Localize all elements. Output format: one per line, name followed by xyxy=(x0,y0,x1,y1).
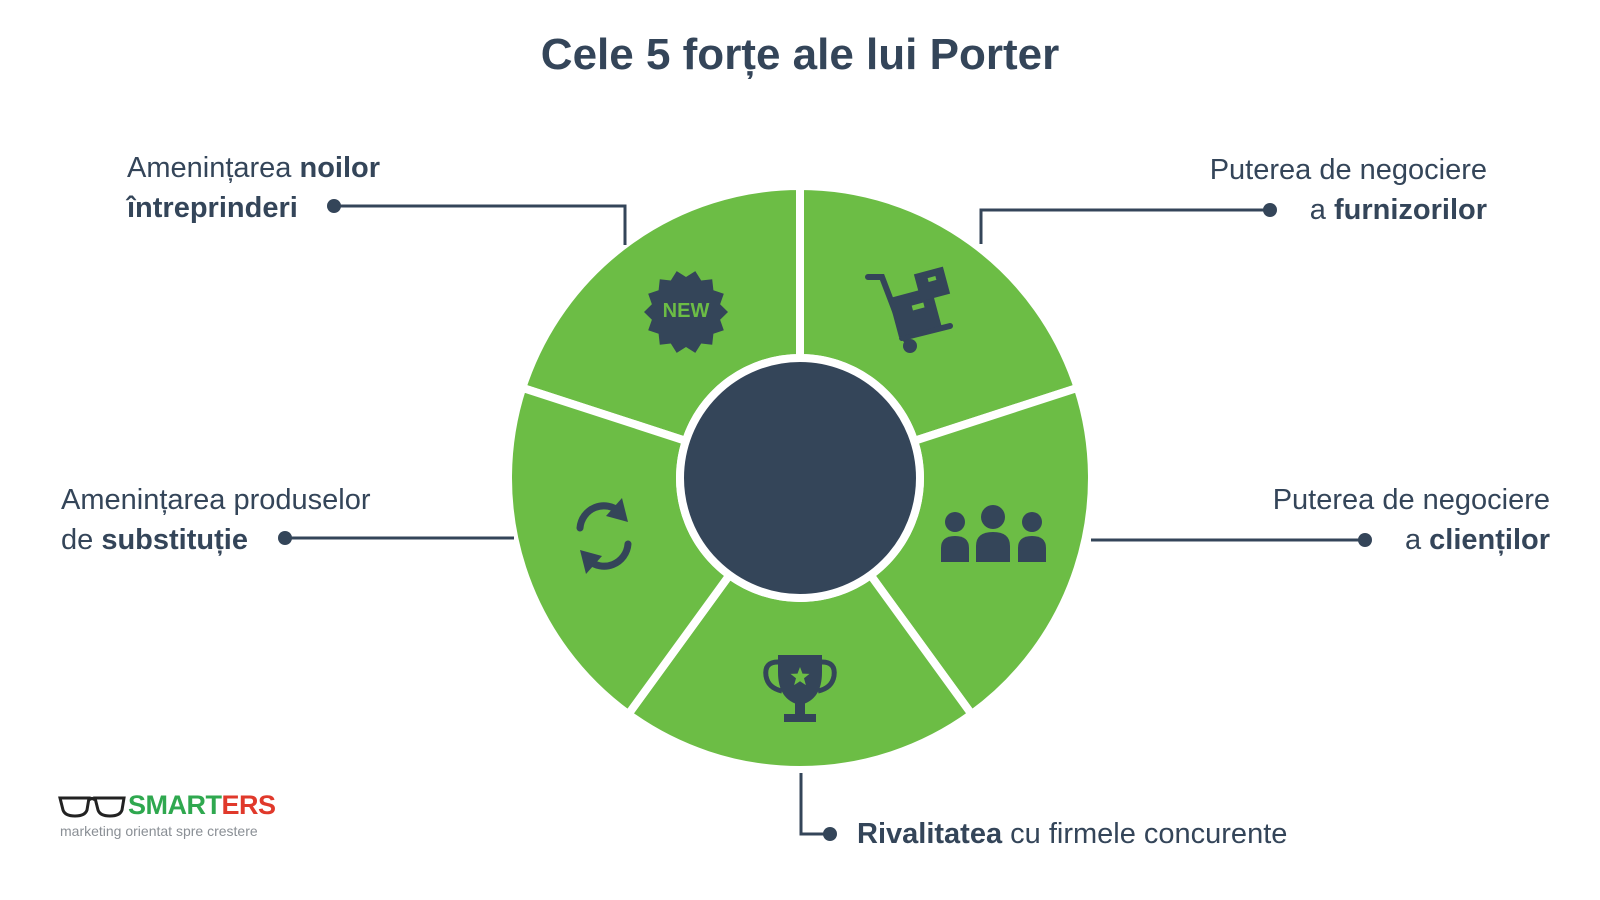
connector-dots xyxy=(278,199,1372,841)
connector-rivalry xyxy=(799,773,830,836)
force-customers-label: Puterea de negociere a clienților xyxy=(1272,484,1550,556)
connector-suppliers xyxy=(979,208,1270,244)
svg-text:NEW: NEW xyxy=(663,300,710,322)
dot-rivalry xyxy=(823,827,837,841)
connector-new-entrants xyxy=(334,204,627,245)
force-new-entrants-label: Amenințarea noilor întreprinderi xyxy=(127,152,381,224)
dot-customers xyxy=(1358,533,1372,547)
connectors xyxy=(285,204,1365,836)
logo-tagline: marketing orientat spre crestere xyxy=(60,823,258,839)
customers-group-icon xyxy=(941,505,1046,562)
trophy-icon xyxy=(763,655,837,722)
force-substitutes-label: Amenințarea produselor de substituție xyxy=(61,484,371,556)
dot-substitutes xyxy=(278,531,292,545)
force-rivalry-label: Rivalitatea cu firmele concurente xyxy=(857,818,1288,850)
dot-suppliers xyxy=(1263,203,1277,217)
force-suppliers-label: Puterea de negociere a furnizorilor xyxy=(1209,154,1487,226)
center-circle xyxy=(676,354,924,602)
smarters-logo: SMARTERS marketing orientat spre crester… xyxy=(58,790,298,850)
new-badge-icon: NEW xyxy=(644,271,728,353)
logo-brand: SMARTERS xyxy=(128,790,276,820)
glasses-icon xyxy=(58,796,126,818)
page-title: Cele 5 forțe ale lui Porter xyxy=(540,30,1060,79)
dot-new-entrants xyxy=(327,199,341,213)
refresh-icon xyxy=(576,498,632,574)
supply-cart-icon xyxy=(865,266,953,353)
